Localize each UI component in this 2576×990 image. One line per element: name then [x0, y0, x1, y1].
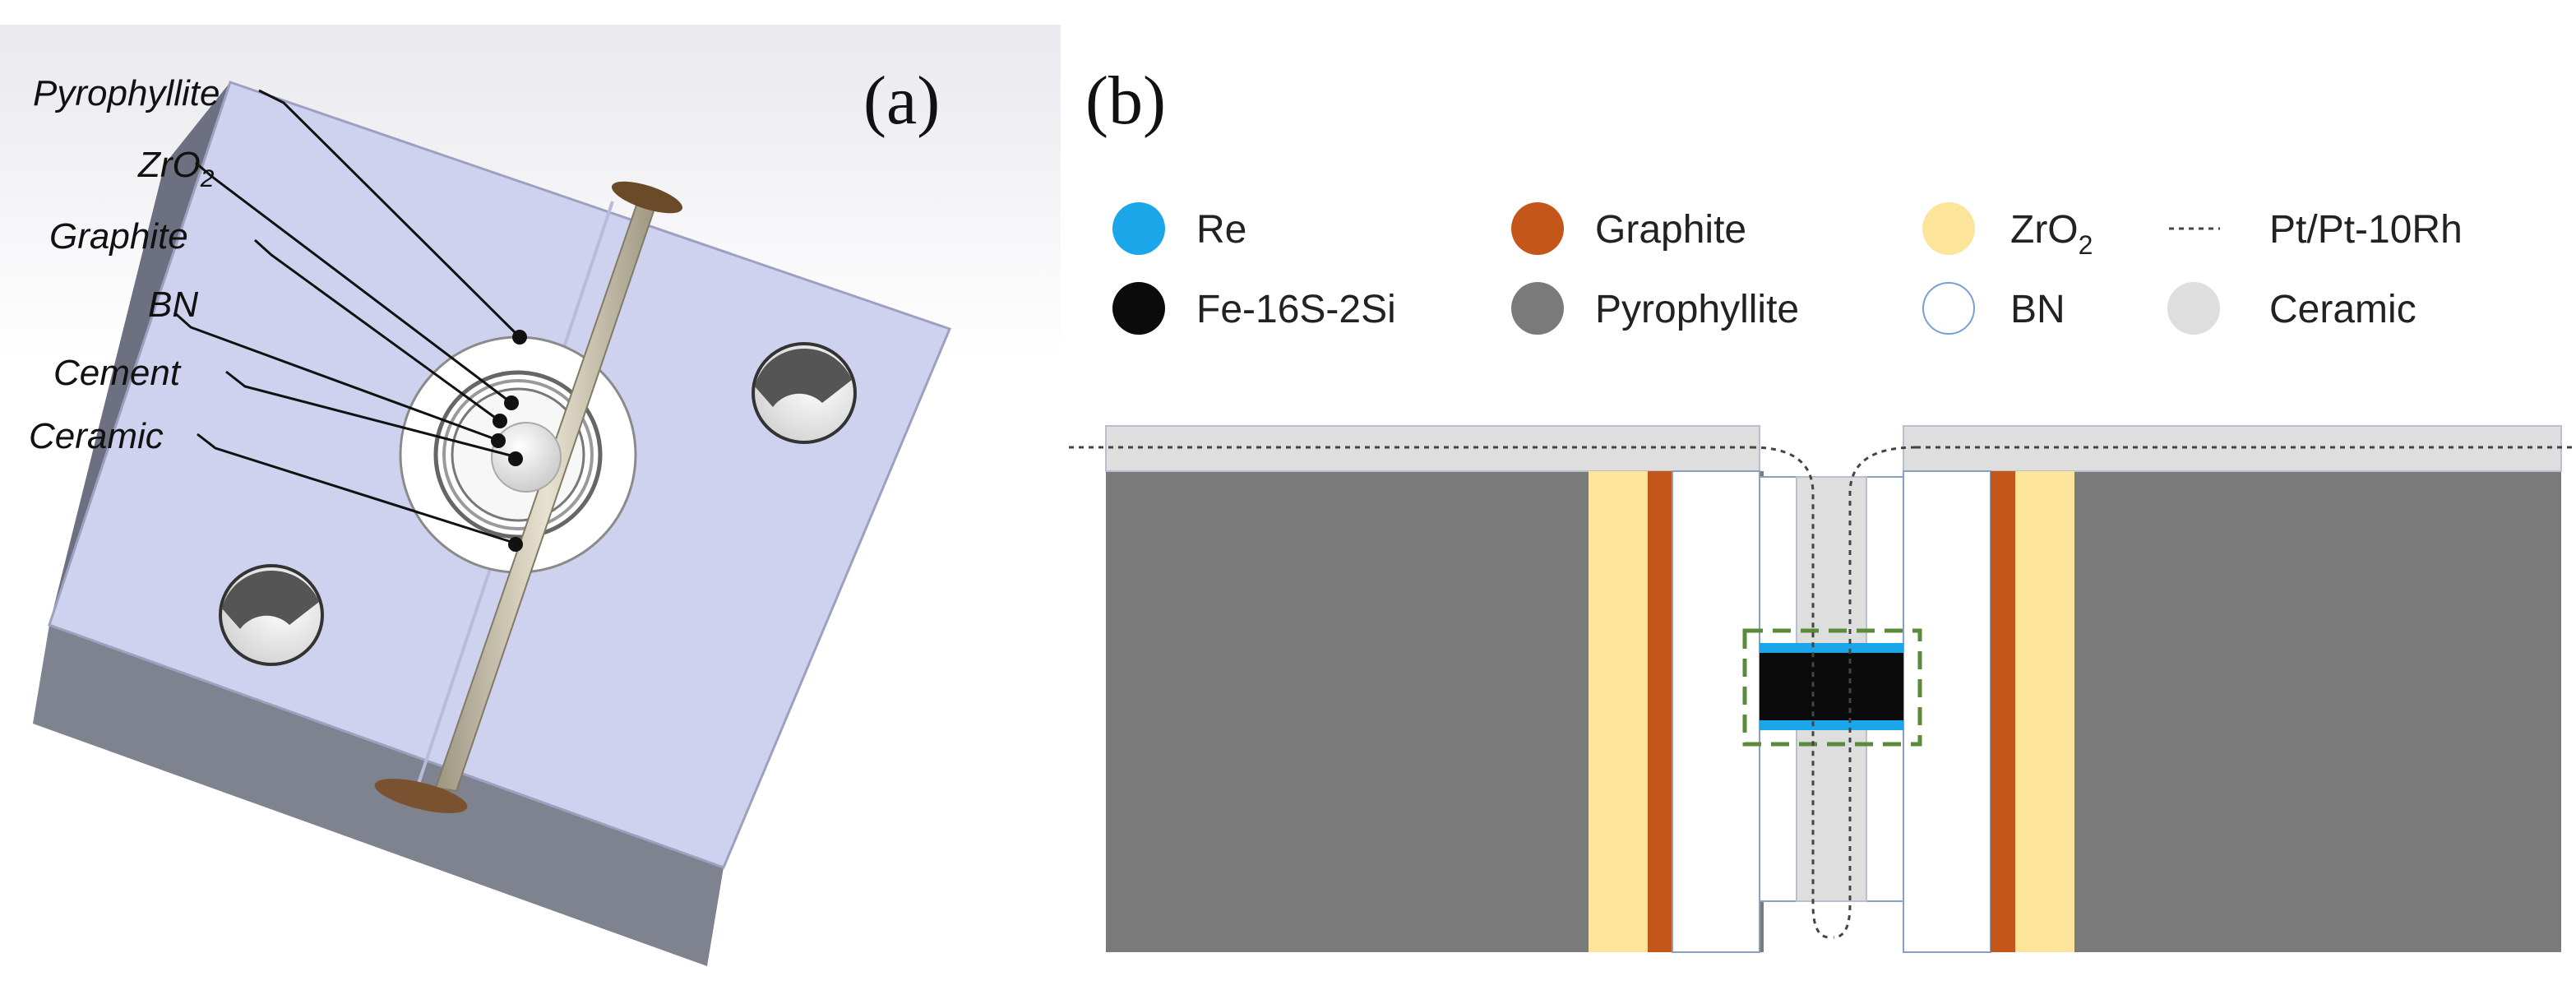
- panel-b: (b) Re Graphite ZrO2 Pt/Pt-10Rh Fe-16S-2…: [1069, 62, 2574, 953]
- label-graphite: Graphite: [49, 216, 188, 257]
- label-ceramic: Ceramic: [29, 416, 164, 456]
- graphite-sleeve-left: [1648, 471, 1672, 952]
- graphite-sleeve-right: [1991, 471, 2015, 952]
- label-zro2: ZrO2: [137, 145, 215, 192]
- legend-label-bn: BN: [2010, 288, 2065, 331]
- zro2-sleeve-left: [1589, 471, 1648, 952]
- rod-top-cap: [611, 181, 683, 214]
- legend-swatch-fe: [1112, 282, 1165, 335]
- re-disk-top: [1760, 643, 1903, 653]
- ring-graphite-outer: [433, 370, 603, 539]
- legend-swatch-bn: [1922, 282, 1975, 335]
- panel-b-tag: (b): [1085, 62, 1166, 139]
- leader-dots: [491, 330, 527, 552]
- label-pyrophyllite: Pyrophyllite: [33, 73, 220, 113]
- panel-a-tag: (a): [863, 62, 940, 139]
- legend-swatch-graphite: [1511, 202, 1564, 255]
- legend-swatch-ceramic: [2167, 282, 2220, 335]
- legend-label-fe: Fe-16S-2Si: [1196, 288, 1396, 331]
- leader-lines: [173, 89, 521, 544]
- label-bn: BN: [148, 285, 198, 325]
- legend-swatch-zro2: [1922, 202, 1975, 255]
- legend-label-graphite: Graphite: [1595, 208, 1746, 252]
- ceramic-strip-left: [1105, 425, 1760, 472]
- zro2-sleeve-right: [2015, 471, 2074, 952]
- cube-hole-lower-shadow: [222, 570, 319, 629]
- ring-graphite-inner: [442, 379, 594, 530]
- legend-label-pyrophyllite: Pyrophyllite: [1595, 288, 1799, 331]
- fe-sample: [1760, 653, 1903, 720]
- cross-section: [1069, 425, 2574, 953]
- legend-label-zro2: ZrO2: [2010, 208, 2093, 260]
- thermocouple-wires: [1069, 446, 2574, 939]
- legend-swatch-re: [1112, 202, 1165, 255]
- bn-sleeve-left: [1672, 470, 1760, 953]
- legend: Re Graphite ZrO2 Pt/Pt-10Rh Fe-16S-2Si P…: [1112, 202, 2463, 335]
- bn-sleeve-right: [1903, 470, 1991, 953]
- legend-label-pt: Pt/Pt-10Rh: [2269, 208, 2463, 252]
- capsule-outline: [1742, 628, 1922, 747]
- sample-sphere: [491, 422, 562, 493]
- label-cement: Cement: [53, 353, 182, 393]
- panel-a: Pyrophyllite ZrO2 Graphite BN Cement Cer…: [0, 25, 1061, 986]
- cube-hole-upper-shadow: [755, 348, 852, 407]
- legend-label-re: Re: [1196, 208, 1246, 252]
- rod-bottom-cap: [374, 779, 468, 813]
- cube-bottom-side: [33, 625, 724, 966]
- legend-swatch-pyrophyllite: [1511, 282, 1564, 335]
- legend-label-ceramic: Ceramic: [2269, 288, 2416, 331]
- re-disk-bottom: [1760, 720, 1903, 730]
